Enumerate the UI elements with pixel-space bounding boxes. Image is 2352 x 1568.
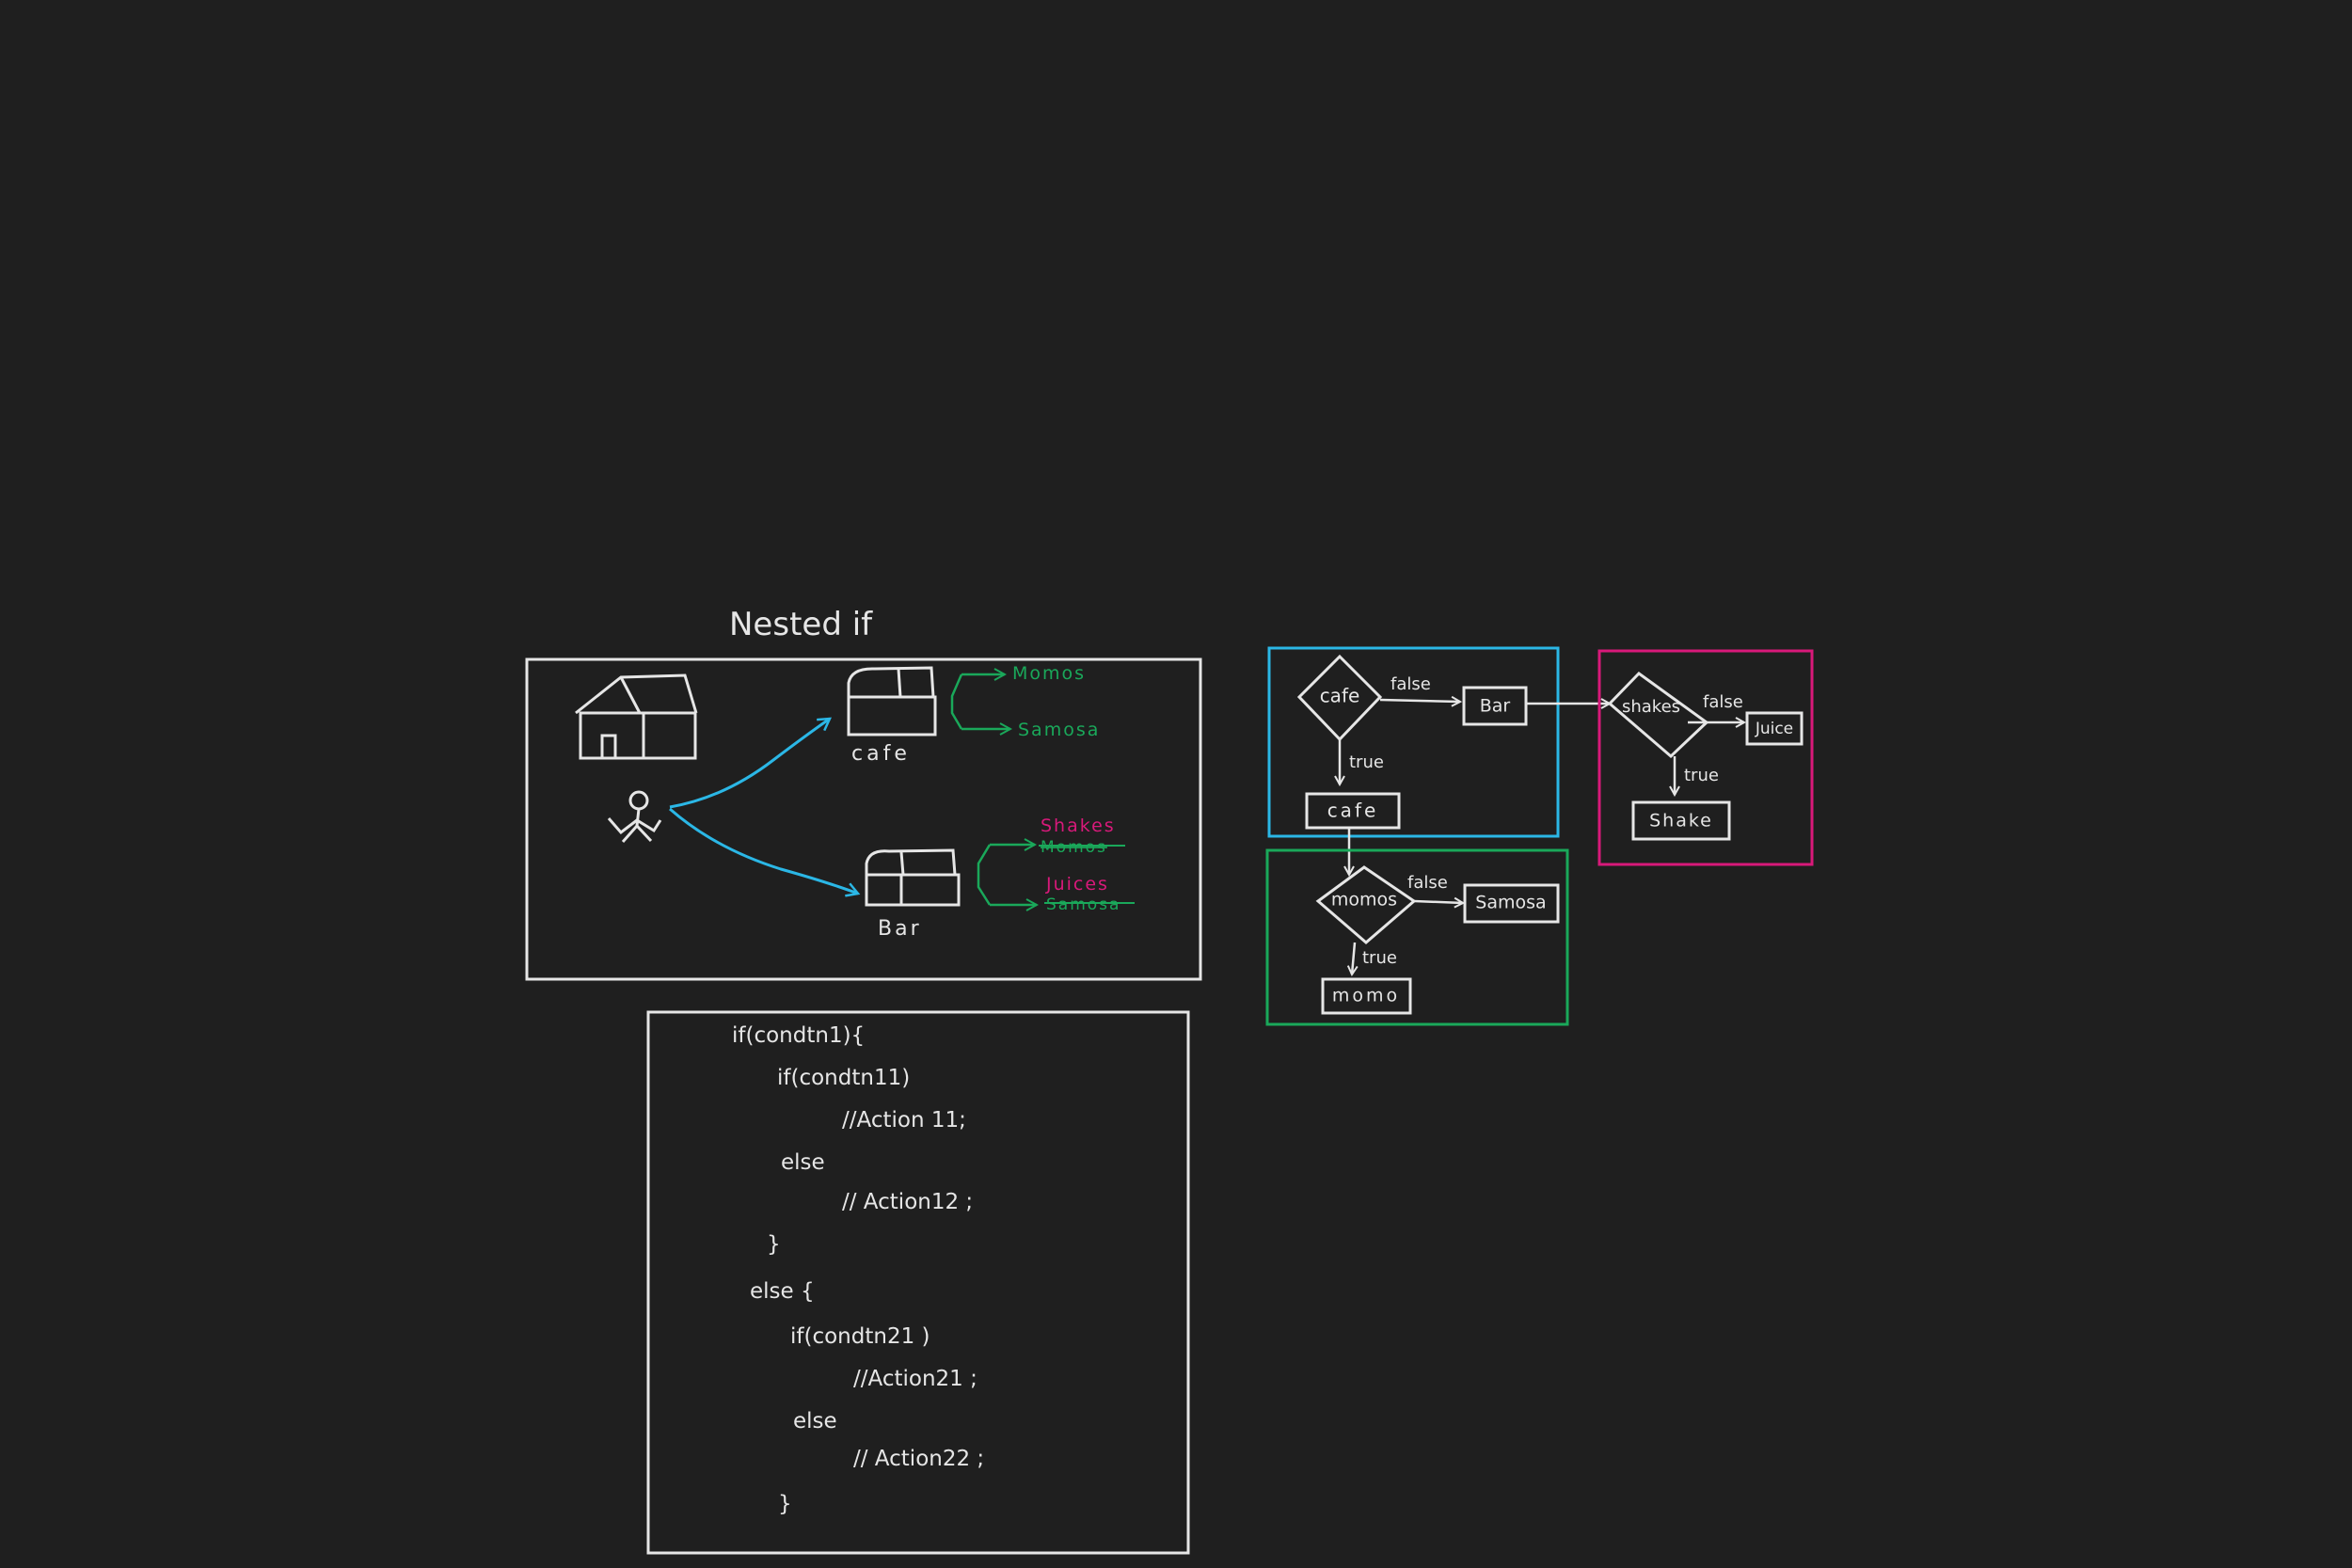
edge-shakes-true-label: true bbox=[1684, 766, 1719, 785]
node-samosa bbox=[1463, 883, 1560, 924]
bar-item-momos-struck: Momos bbox=[1041, 838, 1107, 857]
edge-cafe-false-label: false bbox=[1391, 674, 1431, 694]
code-line-9: //Action21 ; bbox=[853, 1367, 977, 1391]
code-line-10: else bbox=[793, 1409, 837, 1433]
diagram-title: Nested if bbox=[729, 606, 873, 643]
code-line-6: } bbox=[767, 1232, 781, 1257]
flow-frame-green bbox=[1265, 848, 1569, 1026]
flow-frame-magenta bbox=[1597, 649, 1814, 866]
node-cafe bbox=[1305, 792, 1401, 830]
bar-label: Bar bbox=[878, 917, 922, 941]
node-momo bbox=[1321, 977, 1412, 1015]
decision-cafe-label: cafe bbox=[1320, 685, 1360, 707]
code-line-1: if(condtn1){ bbox=[732, 1023, 865, 1048]
flow-frame-blue bbox=[1267, 646, 1560, 838]
code-line-8: if(condtn21 ) bbox=[790, 1324, 930, 1349]
edge-cafe-true-label: true bbox=[1349, 752, 1384, 772]
node-cafe-label: cafe bbox=[1327, 800, 1379, 822]
cafe-item-samosa: Samosa bbox=[1018, 720, 1100, 740]
node-juice bbox=[1745, 711, 1804, 746]
node-samosa-label: Samosa bbox=[1475, 893, 1546, 913]
scene-frame bbox=[525, 657, 1202, 981]
cafe-building-icon bbox=[847, 666, 937, 736]
house-icon bbox=[575, 673, 698, 760]
code-line-12: } bbox=[778, 1492, 792, 1516]
decision-shakes-label: shakes bbox=[1622, 697, 1680, 717]
edge-shakes-false-label: false bbox=[1703, 692, 1743, 712]
cafe-item-momos: Momos bbox=[1012, 663, 1086, 684]
code-line-2: if(condtn11) bbox=[777, 1066, 910, 1090]
person-icon bbox=[607, 790, 662, 843]
code-line-3: //Action 11; bbox=[842, 1108, 966, 1132]
node-shake bbox=[1631, 800, 1731, 841]
bar-building-icon bbox=[865, 848, 961, 907]
node-bar-label: Bar bbox=[1480, 696, 1511, 717]
decision-momos bbox=[1315, 865, 1417, 944]
code-frame bbox=[646, 1010, 1190, 1555]
node-bar bbox=[1462, 686, 1528, 726]
code-line-5: // Action12 ; bbox=[842, 1190, 973, 1214]
edge-momos-true bbox=[1352, 942, 1355, 974]
bar-item-shakes: Shakes bbox=[1041, 816, 1116, 836]
node-shake-label: Shake bbox=[1649, 811, 1713, 832]
edge-momos-false-label: false bbox=[1407, 873, 1448, 893]
edge-momos-false bbox=[1413, 901, 1463, 903]
node-juice-label: Juice bbox=[1755, 720, 1793, 738]
cafe-branch-lines bbox=[950, 673, 963, 730]
bar-item-juices: Juices bbox=[1045, 874, 1109, 895]
path-to-cafe bbox=[669, 719, 830, 809]
decision-shakes bbox=[1607, 672, 1709, 759]
path-to-bar bbox=[669, 807, 858, 894]
cafe-label: cafe bbox=[851, 742, 911, 766]
code-line-11: // Action22 ; bbox=[853, 1447, 984, 1471]
node-momo-label: momo bbox=[1332, 986, 1400, 1006]
edge-cafe-false bbox=[1379, 700, 1460, 702]
bar-branch-lines bbox=[977, 844, 992, 906]
decision-momos-label: momos bbox=[1331, 890, 1397, 911]
edge-momos-true-label: true bbox=[1362, 948, 1397, 968]
code-line-4: else bbox=[781, 1150, 825, 1175]
code-line-7: else { bbox=[750, 1279, 815, 1304]
bar-item-samosa-struck: Samosa bbox=[1046, 895, 1120, 914]
